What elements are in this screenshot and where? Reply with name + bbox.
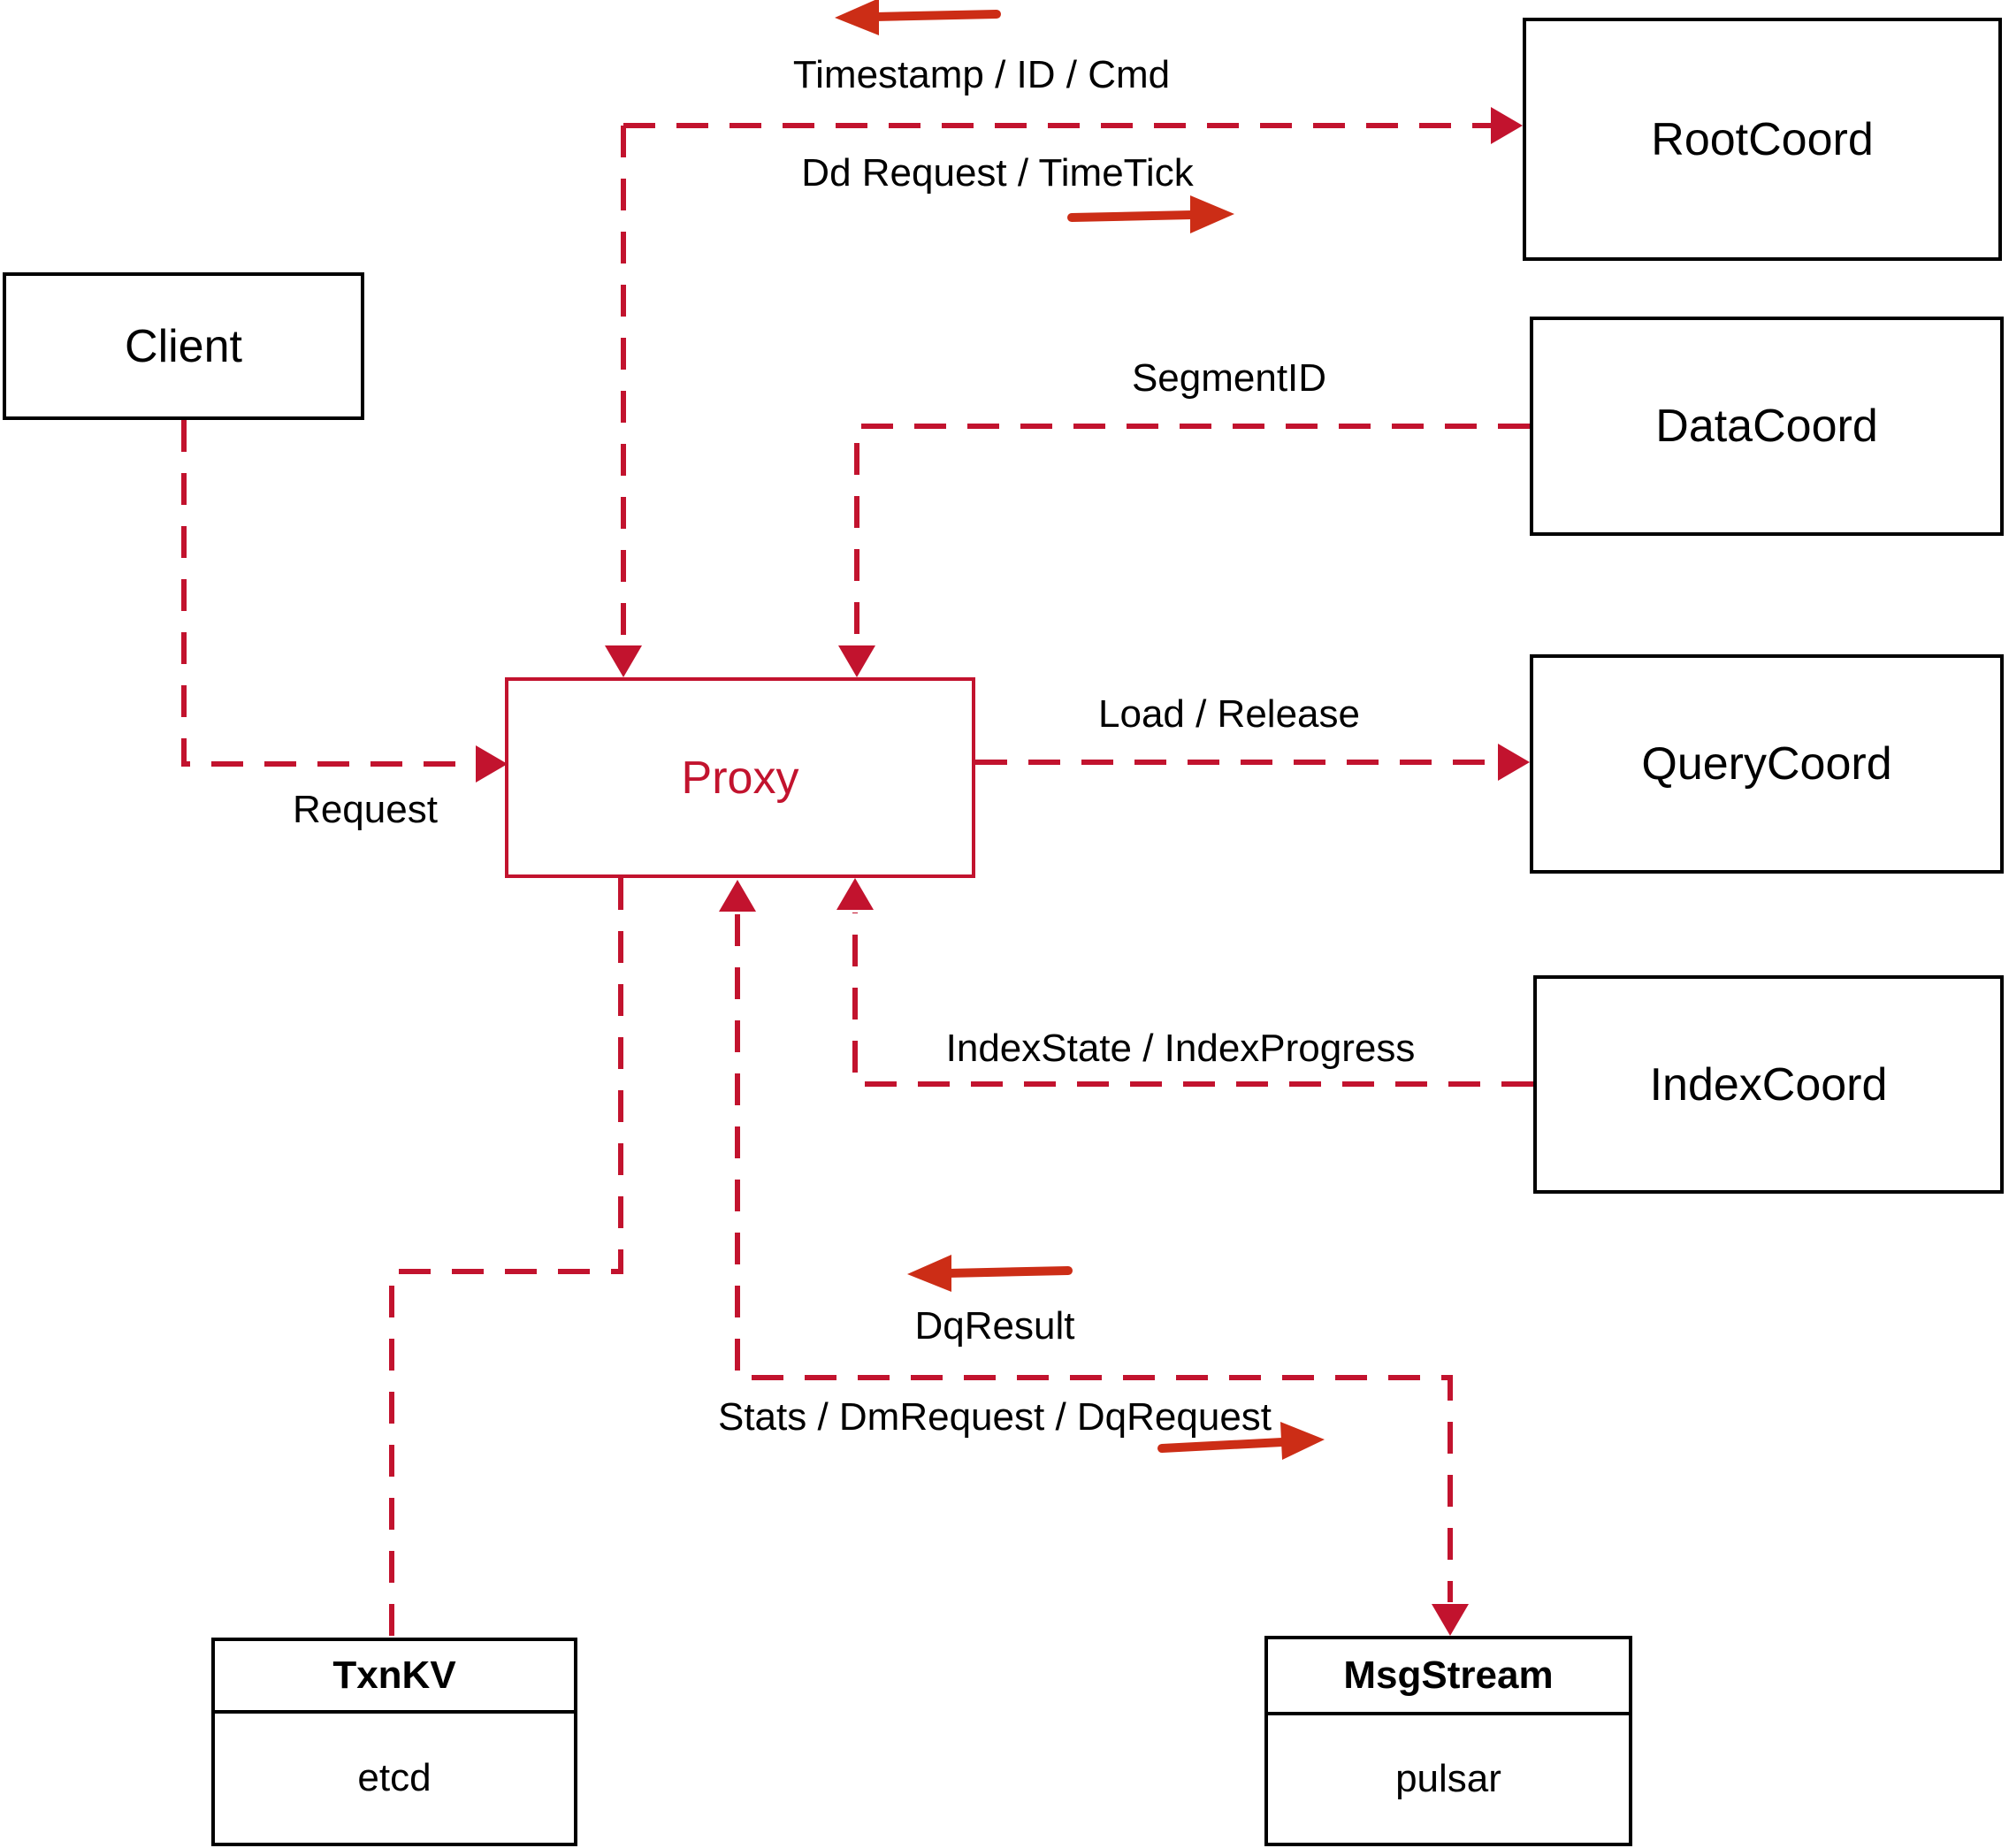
arrowhead-into-querycoord (1498, 744, 1530, 781)
node-datacoord: DataCoord (1530, 317, 2004, 536)
node-txnkv-subtitle: etcd (357, 1756, 432, 1799)
node-rootcoord-label: RootCoord (1651, 113, 1874, 165)
edge-proxy-querycoord (975, 744, 1530, 781)
node-rootcoord: RootCoord (1523, 18, 2002, 261)
node-datacoord-label: DataCoord (1655, 401, 1878, 452)
arrowhead-into-proxy-bottom-left (719, 880, 756, 912)
edge-datacoord-proxy (838, 424, 1530, 677)
node-proxy-label: Proxy (681, 752, 799, 804)
edge-proxy-rootcoord (605, 107, 1523, 677)
arrowhead-into-rootcoord (1491, 107, 1523, 144)
edge-label-dq-result: DqResult (914, 1304, 1075, 1348)
node-indexcoord-label: IndexCoord (1649, 1058, 1888, 1111)
edge-label-index-state: IndexState / IndexProgress (945, 1027, 1416, 1070)
node-proxy: Proxy (505, 677, 975, 878)
node-msgstream: MsgStream pulsar (1264, 1636, 1632, 1846)
node-client-label: Client (125, 320, 242, 372)
edge-client-proxy (181, 420, 508, 783)
node-indexcoord: IndexCoord (1533, 975, 2004, 1194)
node-querycoord: QueryCoord (1530, 654, 2004, 874)
edge-label-timestamp-id-cmd: Timestamp / ID / Cmd (792, 53, 1171, 96)
node-txnkv-title: TxnKV (215, 1641, 574, 1714)
node-client: Client (3, 272, 364, 420)
arrowhead-into-proxy-top-left (605, 645, 642, 677)
edge-proxy-txnkv (389, 878, 623, 1636)
edge-proxy-msgstream (719, 880, 1469, 1636)
node-msgstream-subtitle: pulsar (1395, 1757, 1501, 1800)
arrowhead-into-proxy-bottom-right (836, 878, 874, 910)
arrowhead-into-proxy-left (476, 745, 508, 783)
direction-arrow-right-top-icon (1067, 195, 1234, 233)
arrowhead-into-msgstream (1432, 1604, 1469, 1636)
edge-label-request: Request (293, 788, 438, 831)
node-txnkv: TxnKV etcd (211, 1638, 577, 1846)
edge-indexcoord-proxy (836, 878, 1533, 1087)
edge-label-stats-dm-dq: Stats / DmRequest / DqRequest (717, 1395, 1272, 1439)
edge-label-segment-id: SegmentID (1131, 356, 1327, 400)
edge-label-dd-request-timetick: Dd Request / TimeTick (801, 151, 1194, 195)
direction-arrow-left-middle-icon (907, 1255, 1073, 1292)
arrowhead-into-proxy-top-right (838, 645, 875, 677)
direction-arrow-right-middle-icon (1157, 1422, 1325, 1460)
node-querycoord-label: QueryCoord (1641, 738, 1892, 790)
direction-arrow-left-top-icon (835, 0, 1001, 35)
node-msgstream-title: MsgStream (1268, 1639, 1629, 1715)
edge-label-load-release: Load / Release (1098, 692, 1360, 736)
